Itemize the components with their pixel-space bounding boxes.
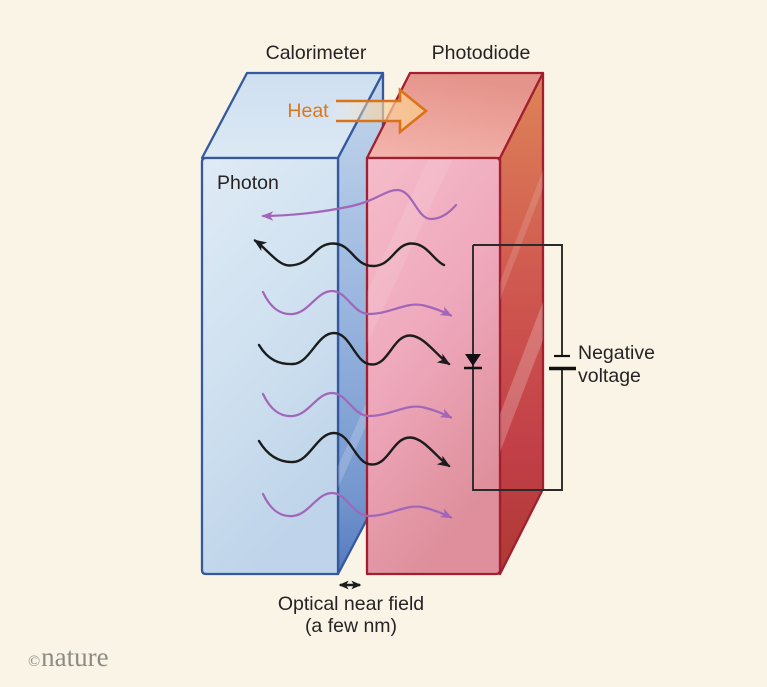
near-field-label-line1: Optical near field bbox=[278, 593, 424, 615]
photon-wave-purple-left bbox=[261, 188, 458, 221]
photon-wave-purple-right-3 bbox=[261, 491, 453, 519]
photodiode-side-sheen-2 bbox=[500, 170, 543, 300]
negative-voltage-label-line2: voltage bbox=[578, 365, 641, 387]
heat-arrow-icon bbox=[330, 87, 429, 135]
near-field-label-line2: (a few nm) bbox=[305, 615, 397, 637]
copyright-icon: © bbox=[28, 653, 40, 670]
photon-wave-purple-right-2 bbox=[261, 391, 453, 419]
photon-wave-black-left bbox=[253, 239, 446, 268]
photon-wave-black-right-1 bbox=[257, 331, 451, 366]
photodiode-front-sheen bbox=[367, 160, 452, 344]
photon-wave-black-right-2 bbox=[257, 431, 451, 468]
calorimeter-label: Calorimeter bbox=[266, 42, 367, 64]
battery-icon bbox=[549, 354, 576, 371]
photodiode-front-face bbox=[365, 156, 502, 576]
diode-icon bbox=[464, 354, 482, 370]
photon-wave-purple-right-1 bbox=[261, 289, 453, 317]
calorimeter-front-face bbox=[200, 156, 340, 576]
negative-voltage-label-line1: Negative bbox=[578, 342, 655, 364]
photodiode-side-sheen bbox=[500, 302, 543, 452]
heat-label: Heat bbox=[287, 100, 329, 122]
photon-label: Photon bbox=[217, 172, 279, 194]
photodiode-box bbox=[365, 71, 545, 576]
nature-logo: ©nature bbox=[28, 642, 109, 672]
calorimeter-box bbox=[200, 71, 385, 576]
photodiode-label: Photodiode bbox=[432, 42, 531, 64]
